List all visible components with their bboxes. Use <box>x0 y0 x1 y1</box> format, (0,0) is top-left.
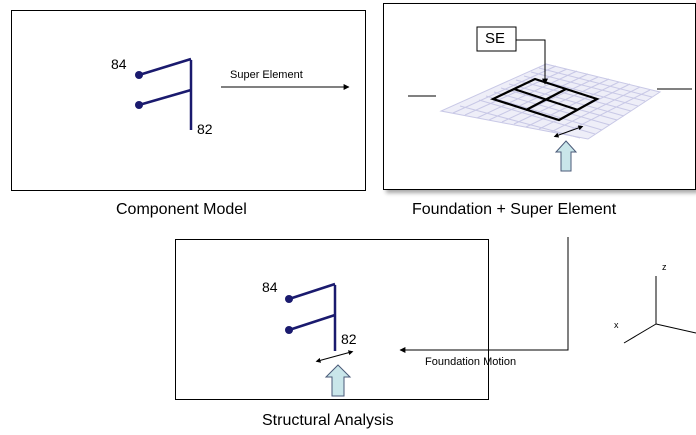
component-model-panel <box>11 10 366 191</box>
component-node-lower <box>135 101 143 109</box>
foundation-motion-double-arrow <box>553 125 584 138</box>
structural-node-label-84: 84 <box>262 279 278 295</box>
component-node-label-84: 84 <box>111 56 127 72</box>
structural-drawing <box>288 282 337 351</box>
axis-x-label: x <box>614 320 619 330</box>
se-label-box <box>476 26 517 52</box>
component-model-drawing <box>138 57 193 130</box>
se-label: SE <box>485 30 506 47</box>
structural-node-label-82: 82 <box>341 331 357 347</box>
component-model-caption: Component Model <box>116 201 247 218</box>
foundation-motion-label: Foundation Motion <box>425 356 517 368</box>
component-node-84 <box>135 71 143 79</box>
coordinate-axes <box>623 276 696 344</box>
structural-analysis-caption: Structural Analysis <box>262 412 394 429</box>
foundation-up-arrow-icon <box>554 140 578 172</box>
foundation-motion-connector <box>399 237 569 353</box>
structural-node-lower <box>285 326 293 334</box>
super-element-patch <box>490 77 600 122</box>
se-pointer <box>516 39 548 85</box>
foundation-caption: Foundation + Super Element <box>412 201 617 218</box>
super-element-label: Super Element <box>230 69 303 81</box>
structural-up-arrow-icon <box>324 364 352 397</box>
structural-node-84 <box>285 295 293 303</box>
structural-double-arrow <box>315 350 354 363</box>
axis-z-label: z <box>662 262 667 272</box>
structural-analysis-panel <box>175 239 489 400</box>
component-node-label-82: 82 <box>197 121 213 137</box>
